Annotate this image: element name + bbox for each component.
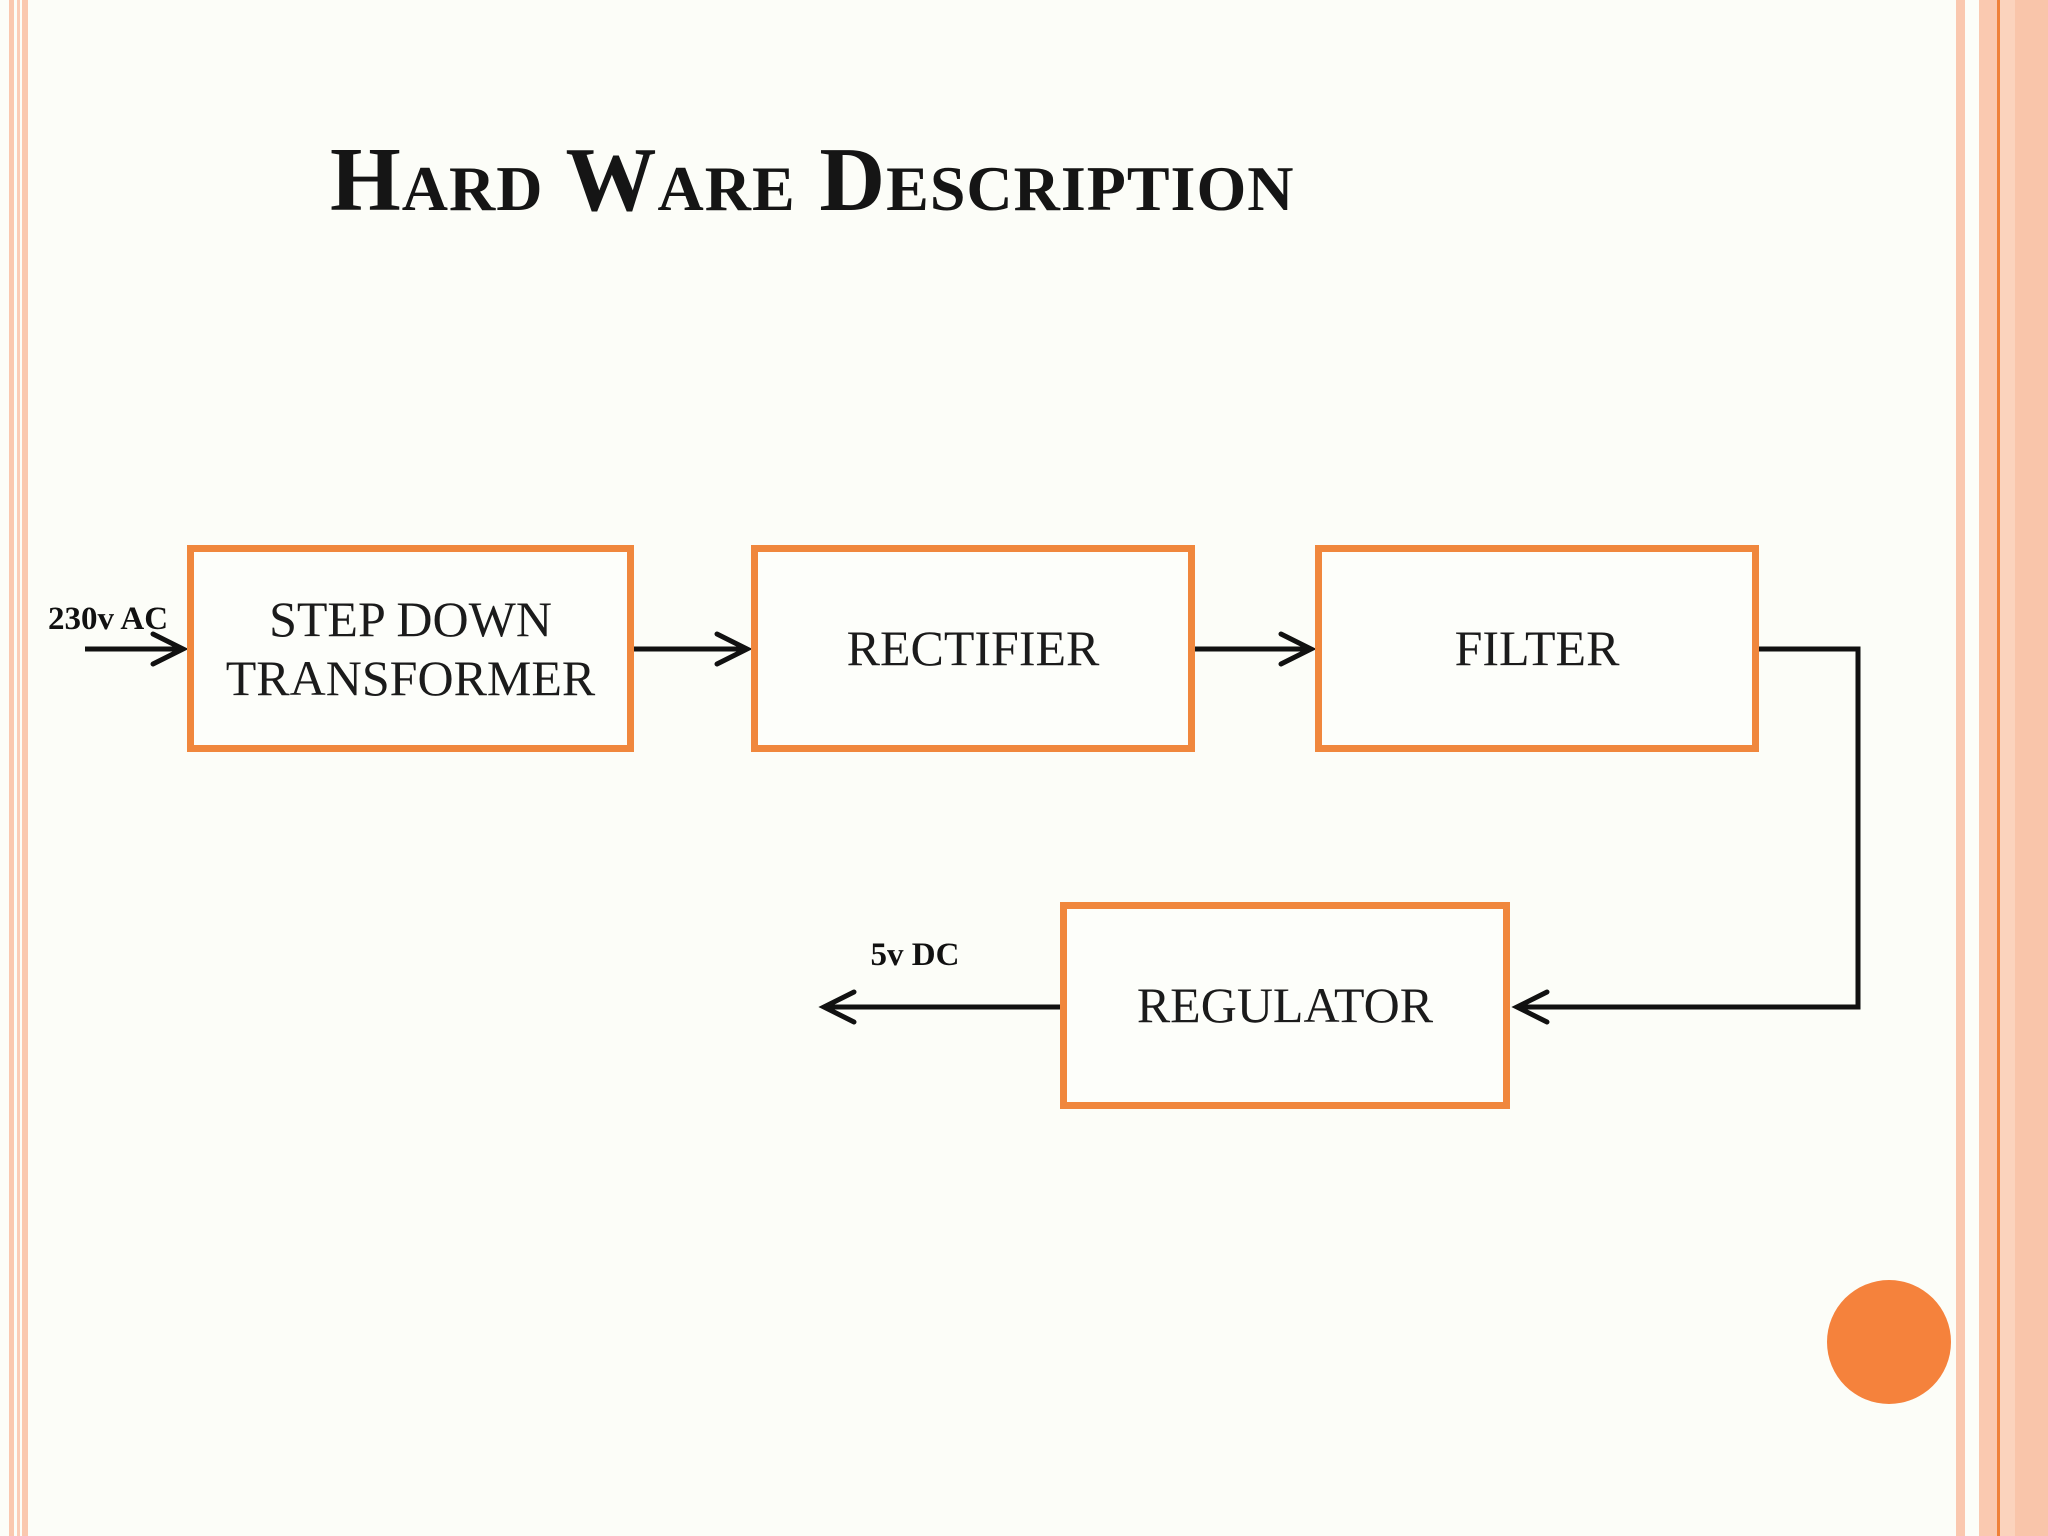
block-label: REGULATOR (1136, 977, 1434, 1033)
right-stripe-thin (1956, 0, 1965, 1536)
right-band-segment-3 (2015, 0, 2048, 1536)
block-step-down-transformer: STEP DOWN TRANSFORMER (187, 545, 634, 752)
left-stripe-thin-1 (9, 0, 14, 1536)
block-label: STEP DOWN TRANSFORMER (225, 590, 596, 706)
right-band-accent-line (1997, 0, 2000, 1536)
output-voltage-label: 5v DC (870, 937, 960, 973)
block-rectifier: RECTIFIER (751, 545, 1195, 752)
block-label: FILTER (1454, 620, 1620, 676)
right-band-segment-1 (1979, 0, 1997, 1536)
block-filter: FILTER (1315, 545, 1759, 752)
block-label: RECTIFIER (846, 620, 1100, 676)
block-regulator: REGULATOR (1060, 902, 1510, 1109)
left-stripe-thin-2 (17, 0, 20, 1536)
input-voltage-label: 230v AC (48, 601, 169, 637)
slide-title: Hard Ware Description (330, 129, 1295, 230)
right-band-segment-2 (2000, 0, 2015, 1536)
left-stripe-thin-3 (22, 0, 28, 1536)
decorative-circle (1827, 1280, 1951, 1404)
